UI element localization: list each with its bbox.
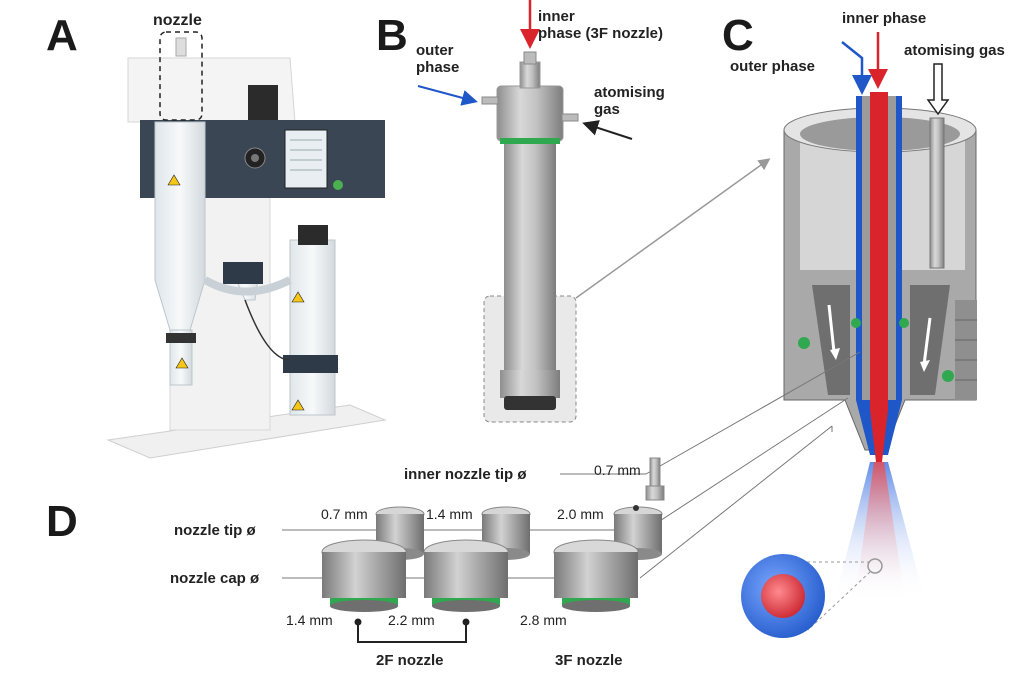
nozzle-cap-label: nozzle cap ø — [170, 570, 260, 587]
cap-value-1: 1.4 mm — [286, 612, 333, 628]
outer-phase-label-b: outer phase — [416, 42, 460, 77]
atomising-gas-label-c: atomising gas — [904, 42, 1005, 59]
tip-value-3: 2.0 mm — [557, 506, 604, 522]
atomising-gas-label-b: atomising gas — [594, 84, 665, 119]
nozzle-assembly-illustration — [417, 0, 771, 423]
tip-value-2: 1.4 mm — [426, 506, 473, 522]
inner-tip-value: 0.7 mm — [594, 462, 641, 478]
outer-phase-arrow-b — [417, 85, 478, 106]
nozzle-highlight-box — [159, 31, 203, 121]
outer-phase-label-c: outer phase — [730, 58, 816, 75]
atomising-gas-arrow-c — [926, 63, 950, 116]
panel-letter-d: D — [46, 497, 78, 546]
inner-phase-label-c: inner phase — [842, 10, 927, 27]
nozzle-cap-3 — [553, 539, 639, 612]
nozzle-cap-2 — [423, 539, 509, 612]
panel-letter-b: B — [376, 11, 408, 60]
cap-value-2: 2.2 mm — [388, 612, 435, 628]
particle-core — [761, 574, 805, 618]
nozzle-tip-label: nozzle tip ø — [174, 522, 256, 539]
2f-nozzle-label: 2F nozzle — [376, 652, 444, 669]
tip-value-1: 0.7 mm — [321, 506, 368, 522]
atomising-gas-arrow-b — [582, 120, 633, 140]
3f-nozzle-label: 3F nozzle — [555, 652, 623, 669]
cap-value-3: 2.8 mm — [520, 612, 567, 628]
nozzle-label: nozzle — [153, 12, 202, 29]
panel-letter-c: C — [722, 11, 754, 60]
nozzle-parts-illustration — [282, 351, 861, 643]
outer-phase-arrow-c — [841, 41, 872, 95]
b-to-c-leader — [575, 158, 771, 299]
spray-dryer-illustration — [106, 31, 387, 459]
2f-group-bracket — [357, 622, 467, 643]
inner-nozzle-tip-label: inner nozzle tip ø — [404, 466, 527, 483]
panel-letter-a: A — [46, 11, 78, 60]
nozzle-cross-section — [741, 32, 977, 638]
inner-phase-label-b: inner phase (3F nozzle) — [538, 8, 664, 43]
nozzle-cap-1 — [321, 539, 407, 612]
